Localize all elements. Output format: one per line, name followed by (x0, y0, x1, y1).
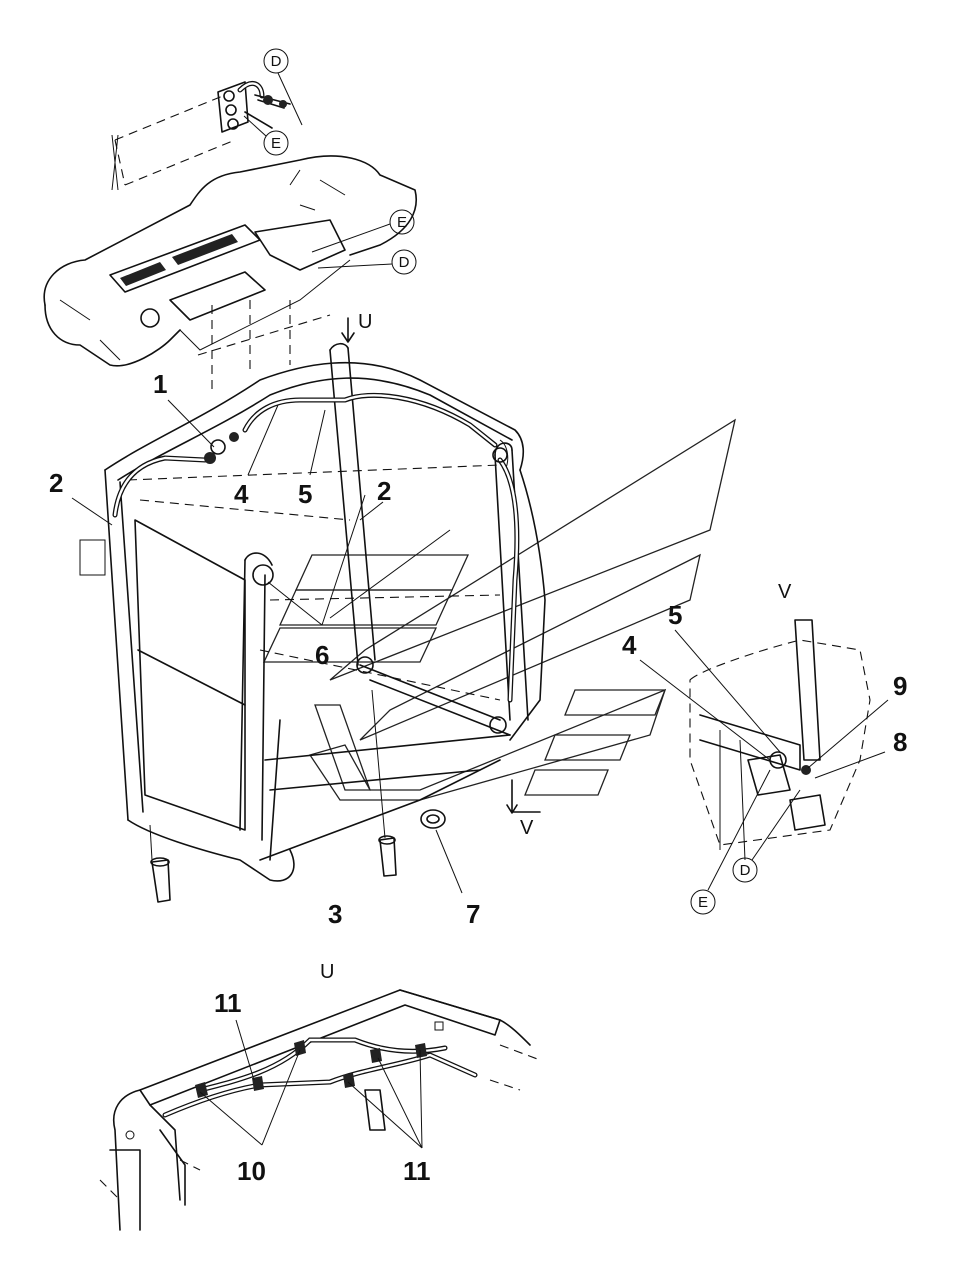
callout-2-center: 2 (377, 476, 391, 506)
svg-text:U: U (320, 961, 334, 983)
svg-text:V: V (778, 581, 792, 603)
callout-7: 7 (466, 899, 480, 929)
callout-5-detail: 5 (668, 600, 682, 630)
cab-roof-panel (43, 155, 417, 367)
callout-9: 9 (893, 671, 907, 701)
watermark-logo (262, 418, 736, 801)
projection-lines (197, 300, 331, 395)
view-u-detail: U (99, 961, 541, 1231)
callout-4: 4 (234, 479, 249, 509)
svg-text:E: E (397, 214, 407, 231)
connector-d-top: D (263, 48, 303, 126)
svg-text:V: V (520, 817, 534, 839)
detail-view-v: V (689, 581, 871, 861)
callout-1: 1 (153, 369, 167, 399)
svg-text:D: D (271, 53, 282, 70)
view-v-marker-frame: V (506, 779, 541, 839)
callout-3: 3 (328, 899, 342, 929)
callout-11-bottom: 11 (403, 1156, 431, 1186)
svg-text:U: U (358, 311, 372, 333)
view-u-marker: U (341, 311, 372, 343)
connector-d-roof: D (317, 249, 417, 275)
callout-6: 6 (315, 640, 329, 670)
callout-8: 8 (893, 727, 907, 757)
leader-lines (71, 399, 889, 1149)
callout-5: 5 (298, 479, 312, 509)
connector-e-detail: E (690, 769, 771, 915)
heater-core-assembly (111, 80, 291, 191)
callout-4-detail: 4 (622, 630, 637, 660)
callout-numbers: 1 2 2 3 4 5 6 7 4 5 9 8 11 10 11 (49, 369, 907, 1186)
drain-tube-left (149, 824, 171, 903)
drain-tube-right (371, 689, 397, 877)
callout-10: 10 (237, 1156, 266, 1186)
svg-text:E: E (698, 894, 708, 911)
connector-e-roof: E (311, 209, 415, 253)
svg-text:D: D (740, 862, 751, 879)
svg-text:D: D (399, 254, 410, 271)
cab-frame (79, 342, 546, 882)
grommet (420, 809, 446, 829)
connector-e-top: E (243, 115, 289, 156)
svg-text:E: E (271, 135, 281, 152)
callout-2-left: 2 (49, 468, 63, 498)
callout-11-top: 11 (214, 988, 242, 1018)
heater-hoses (112, 392, 520, 734)
connector-d-detail: D (732, 789, 801, 883)
